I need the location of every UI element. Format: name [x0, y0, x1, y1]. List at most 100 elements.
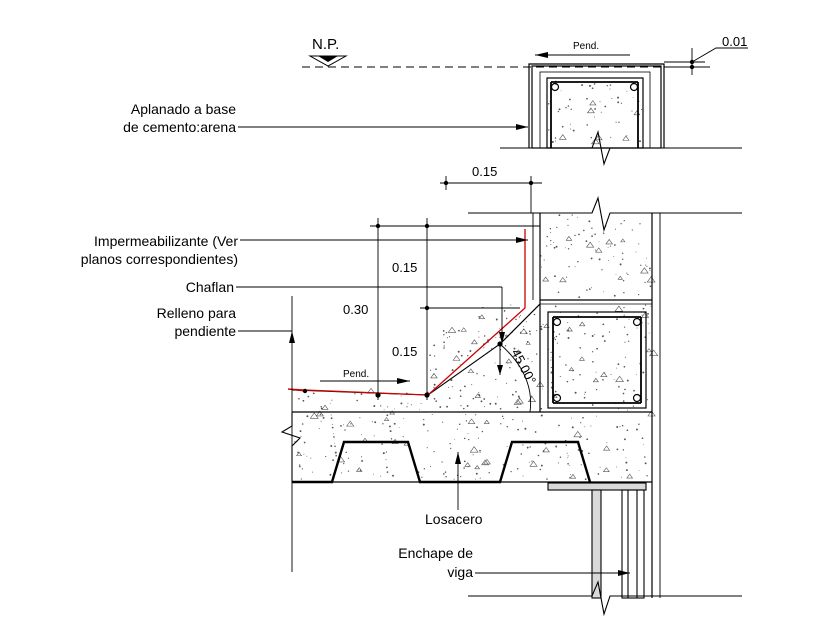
hatch-dot — [499, 327, 501, 329]
hatch-dot — [592, 360, 594, 363]
hatch-aggregate — [527, 396, 537, 402]
hatch-dot — [622, 400, 625, 402]
hatch-dot — [613, 255, 615, 257]
hatch-dot — [442, 330, 445, 332]
hatch-dot — [472, 454, 474, 456]
hatch-dot — [603, 291, 605, 293]
hatch-dot — [426, 447, 428, 449]
hatch-dot — [649, 285, 652, 288]
hatch-dot — [594, 334, 596, 336]
hatch-dot — [542, 388, 544, 390]
label-aplanado-line2: de cemento:arena — [123, 119, 236, 135]
hatch-dot — [537, 454, 540, 457]
hatch-dot — [555, 140, 557, 142]
hatch-aggregate — [452, 355, 461, 361]
dimension-lines — [291, 176, 542, 572]
hatch-dot — [419, 409, 420, 411]
hatch-dot — [354, 393, 356, 395]
hatch-dot — [542, 323, 544, 325]
hatch-dot — [602, 378, 604, 381]
hatch-dot — [588, 288, 591, 290]
np-label: N.P. — [312, 36, 339, 53]
hatch-dot — [481, 430, 484, 433]
hatch-dot — [479, 449, 481, 452]
hatch-dot — [559, 375, 561, 377]
hatch-dot — [649, 269, 651, 271]
hatch-dot — [394, 408, 396, 410]
hatch-dot — [463, 407, 465, 410]
hatch-dot — [421, 476, 423, 478]
hatch-dot — [565, 444, 568, 447]
steel-deck — [292, 440, 592, 484]
hatch-dot — [565, 106, 567, 109]
hatch-dot — [557, 110, 560, 113]
hatch-dot — [517, 395, 520, 398]
hatch-dot — [566, 452, 568, 454]
hatch-dot — [593, 83, 596, 85]
wall — [539, 213, 661, 598]
hatch-aggregate — [529, 460, 538, 467]
hatch-dot — [635, 251, 637, 253]
hatch-dot — [550, 244, 552, 246]
label-impermeab-line2: planos correspondientes) — [81, 251, 238, 267]
hatch-dot — [622, 449, 625, 451]
hatch-dot — [330, 445, 333, 447]
hatch-dot — [623, 219, 625, 222]
hatch-aggregate — [578, 321, 586, 327]
hatch-dot — [483, 406, 485, 408]
hatch-aggregate — [578, 356, 585, 361]
hatch-dot — [554, 338, 556, 341]
hatch-dot — [588, 220, 591, 223]
hatch-dot — [520, 453, 523, 455]
hatch-dot — [617, 363, 620, 366]
hatch-dot — [600, 111, 602, 113]
hatch-dot — [623, 438, 626, 441]
hatch-dot — [300, 435, 302, 437]
hatch-dot — [614, 244, 616, 246]
hatch-dot — [298, 465, 301, 468]
waterproofing-membrane — [287, 229, 526, 396]
hatch-dot — [574, 391, 577, 394]
hatch-dot — [510, 304, 512, 306]
hatch-aggregate — [464, 462, 471, 467]
hatch-dot — [597, 473, 600, 475]
hatch-dot — [518, 316, 520, 318]
hatch-dot — [595, 249, 597, 251]
hatch-aggregate — [315, 410, 324, 417]
hatch-dot — [429, 465, 432, 467]
hatch-dot — [459, 395, 462, 398]
hatch-aggregate — [646, 276, 656, 283]
hatch-dot — [546, 478, 548, 480]
hatch-dot — [410, 404, 412, 406]
hatch-dot — [320, 405, 322, 408]
hatch-dot — [540, 328, 543, 331]
hatch-dot — [463, 460, 466, 463]
hatch-dot — [433, 344, 436, 347]
hatch-aggregate — [467, 418, 476, 424]
hatch-dot — [522, 444, 524, 446]
hatch-dot — [479, 451, 481, 453]
hatch-dot — [489, 402, 492, 405]
hatch-dot — [504, 345, 507, 347]
hatch-dot — [590, 257, 593, 260]
hatch-dot — [460, 354, 463, 357]
hatch-dot — [495, 378, 497, 381]
hatch-dot — [392, 474, 394, 477]
hatch-dot — [578, 233, 580, 236]
hatch-dot — [594, 108, 596, 110]
hatch-dot — [300, 478, 302, 480]
hatch-aggregate — [620, 238, 626, 243]
hatch-aggregate — [615, 375, 625, 382]
hatch-dot — [638, 423, 640, 426]
hatch-dot — [347, 470, 350, 472]
hatch-dot — [465, 414, 467, 416]
hatch-dot — [356, 399, 359, 402]
hatch-dot — [506, 425, 509, 428]
hatch-dot — [477, 437, 479, 439]
hatch-dot — [626, 379, 629, 382]
hatch-dot — [540, 407, 543, 410]
hatch-dot — [386, 414, 389, 417]
hatch-dot — [567, 224, 569, 226]
hatch-dot — [569, 98, 571, 101]
